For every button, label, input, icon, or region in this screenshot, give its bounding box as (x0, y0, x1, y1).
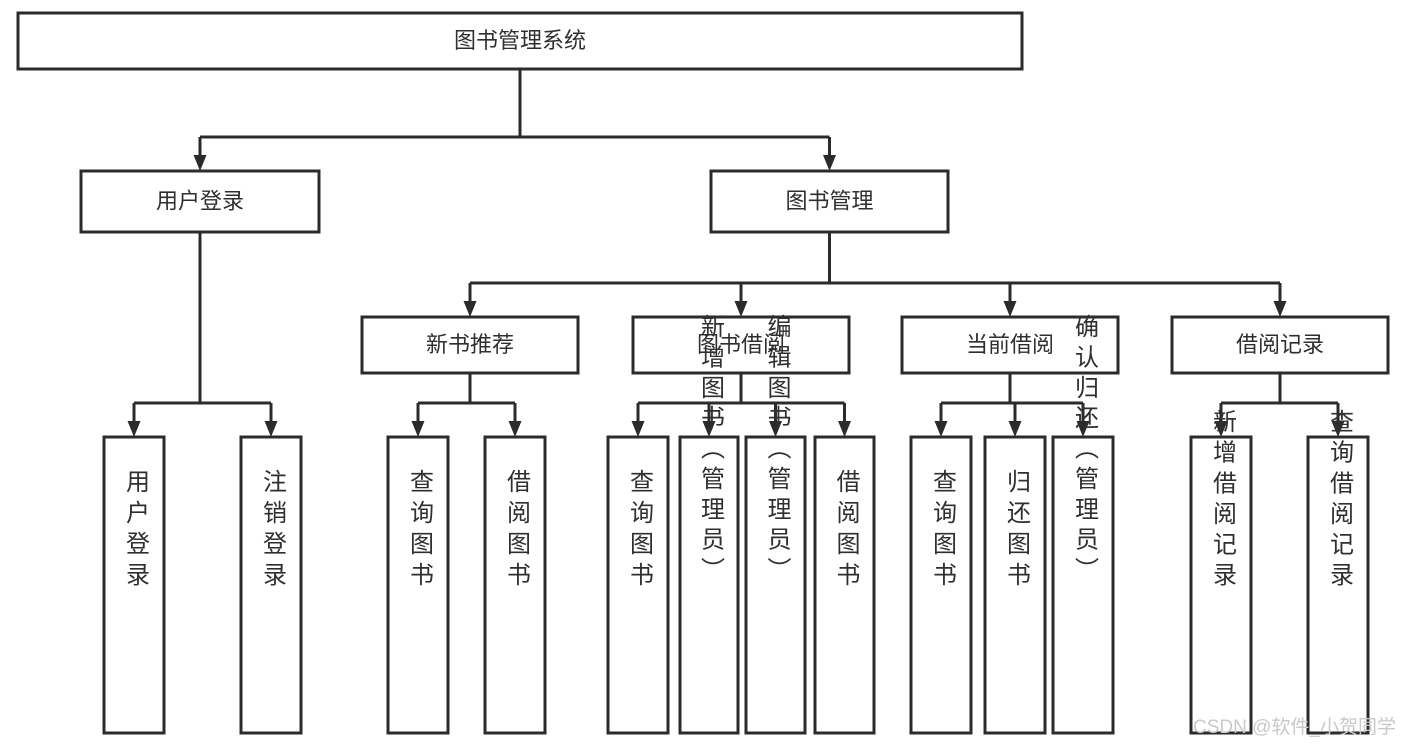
node-label: 图书管理 (785, 188, 873, 213)
node-label: 新书推荐 (426, 332, 514, 357)
node-label: 编辑图书（管理员） (763, 314, 791, 584)
node-label: 图书管理系统 (454, 28, 586, 53)
arrow-head-icon (193, 155, 207, 171)
node-box (983, 435, 1047, 735)
node-box (386, 435, 450, 735)
arrow-head-icon (463, 301, 477, 317)
arrow-head-icon (127, 421, 141, 437)
node-box (1306, 435, 1370, 735)
node-l4-edit-book[interactable]: 编辑图书（管理员） (744, 314, 807, 735)
node-root[interactable]: 图书管理系统 (16, 11, 1024, 71)
connector-group-l2-user-login (127, 232, 278, 437)
node-box (239, 435, 303, 735)
node-layer: 图书管理系统用户登录图书管理新书推荐图书借阅当前借阅借阅记录用户登录注销登录查询… (16, 11, 1390, 735)
node-box (1051, 435, 1115, 735)
node-l4-return-book[interactable]: 归还图书 (983, 435, 1047, 735)
arrow-head-icon (631, 421, 645, 437)
node-box (900, 315, 1120, 375)
node-l4-borrow-book-b[interactable]: 借阅图书 (813, 435, 876, 735)
node-l3-book-borrow[interactable]: 图书借阅 (631, 315, 851, 375)
node-l4-query-book-b[interactable]: 查询图书 (606, 435, 670, 735)
connector-group-l3-new-book-rec (411, 373, 522, 437)
node-l4-add-record[interactable]: 新增借阅记录 (1189, 409, 1253, 735)
arrow-head-icon (1003, 301, 1017, 317)
arrow-head-icon (702, 421, 716, 437)
node-l2-book-manage[interactable]: 图书管理 (709, 169, 950, 234)
node-l3-new-book-rec[interactable]: 新书推荐 (360, 315, 580, 375)
node-l4-borrow-book-a[interactable]: 借阅图书 (483, 435, 547, 735)
node-box (1189, 435, 1253, 735)
arrow-head-icon (1331, 421, 1345, 437)
arrow-head-icon (508, 421, 522, 437)
node-box (102, 435, 166, 735)
connector-layer (127, 69, 1345, 437)
arrow-head-icon (1214, 421, 1228, 437)
node-label: 当前借阅 (966, 332, 1054, 357)
connector-group-l3-current-borrow (934, 373, 1090, 437)
arrow-head-icon (1273, 301, 1287, 317)
node-l4-add-book[interactable]: 新增图书（管理员） (678, 314, 740, 735)
arrow-head-icon (1076, 421, 1090, 437)
node-l4-user-login[interactable]: 用户登录 (102, 435, 166, 735)
node-label: 图书借阅 (697, 332, 785, 357)
node-box (360, 315, 580, 375)
node-box (16, 11, 1024, 71)
node-box (678, 435, 740, 735)
node-box (1170, 315, 1390, 375)
arrow-head-icon (934, 421, 948, 437)
arrow-head-icon (838, 421, 851, 437)
node-l3-borrow-record[interactable]: 借阅记录 (1170, 315, 1390, 375)
connector-group-l2-book-manage (463, 232, 1287, 317)
node-label: 借阅记录 (1236, 332, 1324, 357)
arrow-head-icon (769, 421, 782, 437)
csdn-watermark: CSDN @软件_小贺同学 (1193, 716, 1396, 738)
node-l2-user-login[interactable]: 用户登录 (79, 169, 321, 234)
connector-group-l3-book-borrow (631, 373, 851, 437)
node-l4-query-record[interactable]: 查询借阅记录 (1306, 409, 1370, 735)
arrow-head-icon (734, 301, 748, 317)
node-box (909, 435, 973, 735)
node-box (744, 435, 807, 735)
node-box (483, 435, 547, 735)
node-label: 新增图书（管理员） (697, 314, 725, 584)
node-box (709, 169, 950, 234)
node-box (79, 169, 321, 234)
connector-group-root (193, 69, 836, 171)
arrow-head-icon (411, 421, 425, 437)
node-box (631, 315, 851, 375)
node-box (606, 435, 670, 735)
node-box (813, 435, 876, 735)
node-l4-query-book-c[interactable]: 查询图书 (909, 435, 973, 735)
arrow-head-icon (264, 421, 278, 437)
node-l3-current-borrow[interactable]: 当前借阅 (900, 315, 1120, 375)
node-l4-confirm-return[interactable]: 确认归还（管理员） (1051, 314, 1115, 735)
arrow-head-icon (823, 155, 836, 171)
node-label: 用户登录 (156, 188, 244, 213)
arrow-head-icon (1008, 421, 1022, 437)
node-label: 确认归还（管理员） (1071, 314, 1099, 584)
node-l4-logout[interactable]: 注销登录 (239, 435, 303, 735)
connector-group-l3-borrow-record (1214, 373, 1345, 437)
node-l4-query-book-a[interactable]: 查询图书 (386, 435, 450, 735)
